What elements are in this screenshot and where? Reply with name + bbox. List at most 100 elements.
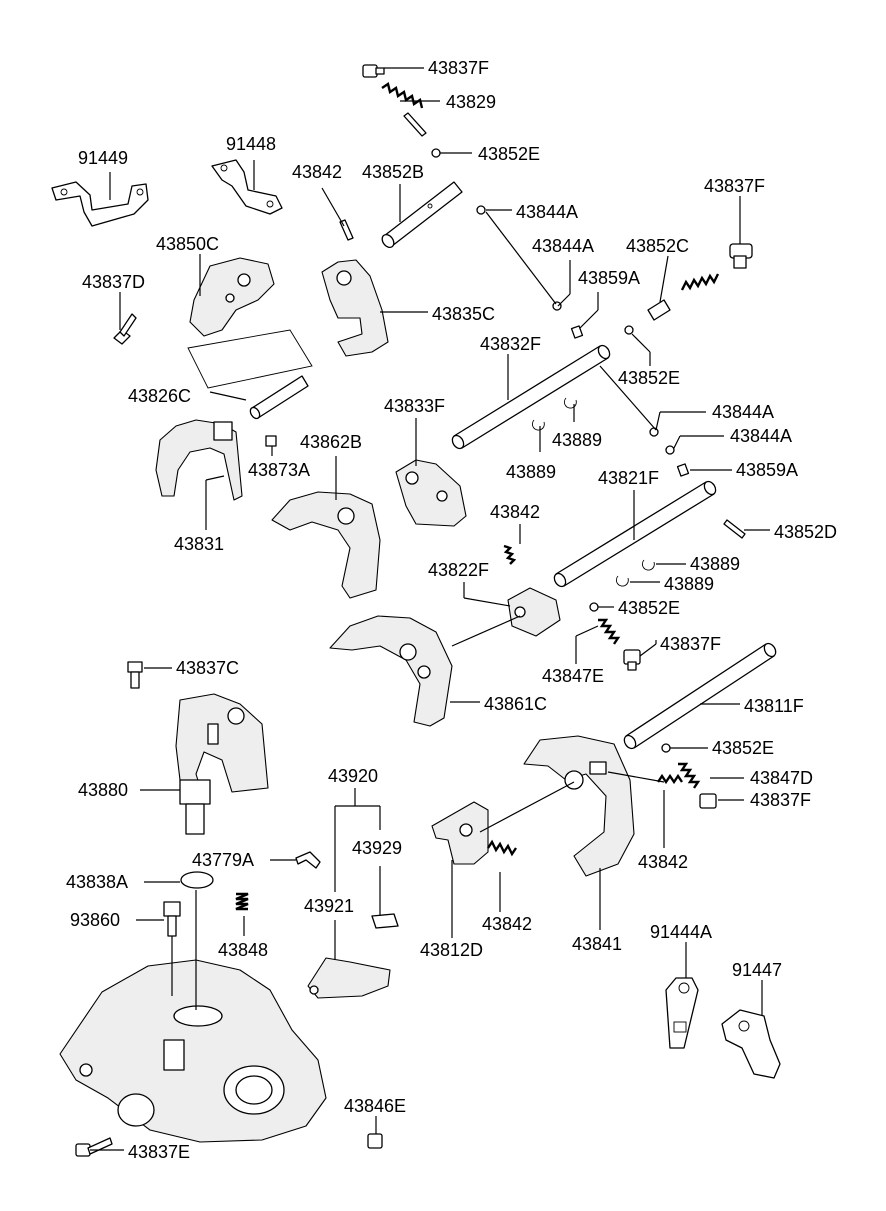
- label-43842-d: 43842: [482, 914, 532, 934]
- part-43848-spring: [235, 892, 249, 911]
- label-91447: 91447: [732, 960, 782, 980]
- label-43837C: 43837C: [176, 658, 239, 678]
- label-43779A: 43779A: [192, 850, 254, 870]
- part-43842-spring-d: [487, 839, 517, 857]
- part-labels: 43837F 43829 43852E 91449 91448 43842 43…: [66, 58, 837, 1162]
- label-43889-c: 43889: [690, 554, 740, 574]
- label-91448: 91448: [226, 134, 276, 154]
- label-43852E-c: 43852E: [618, 598, 680, 618]
- label-43861C: 43861C: [484, 694, 547, 714]
- part-43852E-ball-a: [431, 148, 441, 158]
- part-43846E-nut: [367, 1133, 383, 1149]
- part-91449-bracket: [51, 181, 149, 227]
- label-43844A-a: 43844A: [516, 202, 578, 222]
- label-43811F: 43811F: [744, 696, 804, 716]
- part-43812D-lever: [431, 801, 489, 865]
- label-43842-a: 43842: [292, 162, 342, 182]
- label-43846E: 43846E: [344, 1096, 406, 1116]
- part-43889-clip-a: [531, 419, 545, 431]
- label-43822F: 43822F: [428, 560, 489, 580]
- part-43850C-lever: [187, 257, 313, 389]
- part-43822F-lug: [507, 587, 561, 637]
- part-43831-fork: [155, 419, 243, 501]
- part-43837F-top-bolt: [362, 64, 385, 78]
- label-43852E-d: 43852E: [712, 738, 774, 758]
- part-91447-bracket: [721, 1009, 781, 1079]
- label-43833F: 43833F: [384, 396, 445, 416]
- part-43832F-shift-rod: [451, 344, 611, 450]
- label-93860: 93860: [70, 910, 120, 930]
- part-43835C-fork: [321, 259, 389, 357]
- part-43862B-fork: [271, 491, 381, 599]
- part-43889-clip-b: [563, 397, 577, 409]
- part-43841-fork: [523, 735, 635, 877]
- part-transmission-case: [59, 959, 327, 1143]
- label-43841: 43841: [572, 934, 622, 954]
- label-43873A: 43873A: [248, 460, 310, 480]
- label-43831: 43831: [174, 534, 224, 554]
- part-43837C-bolt: [127, 661, 143, 689]
- part-43889-clip-d: [615, 575, 629, 587]
- part-43859A-pin-b: [676, 463, 690, 477]
- part-43861C-fork: [329, 615, 453, 727]
- part-43889-clip-c: [641, 559, 655, 571]
- label-43889-b: 43889: [506, 462, 556, 482]
- part-91448-bracket: [211, 159, 283, 215]
- part-43837E-bolt: [75, 1137, 113, 1157]
- label-43838A: 43838A: [66, 872, 128, 892]
- part-43837F-mid-bolt: [623, 649, 641, 671]
- label-43847D: 43847D: [750, 768, 813, 788]
- label-43852C: 43852C: [626, 236, 689, 256]
- label-43852B: 43852B: [362, 162, 424, 182]
- label-43837F-a: 43837F: [428, 58, 489, 78]
- part-43880-shift-control: [175, 693, 269, 835]
- part-43852D-pin: [723, 519, 746, 539]
- label-91444A: 91444A: [650, 922, 712, 942]
- label-43880: 43880: [78, 780, 128, 800]
- label-43889-a: 43889: [552, 430, 602, 450]
- label-43859A-b: 43859A: [736, 460, 798, 480]
- part-93860-sensor: [163, 901, 181, 937]
- part-43852E-ball-b: [624, 325, 634, 335]
- part-43837F-right-bolt: [729, 243, 753, 269]
- label-43844A-c: 43844A: [712, 402, 774, 422]
- part-43844A-ball-a: [476, 205, 486, 215]
- part-pin: [403, 112, 427, 137]
- part-43852E-ball-d: [661, 743, 671, 753]
- part-43842-spring-c: [657, 773, 683, 785]
- part-43921-bracket: [307, 957, 391, 999]
- label-43852E-b: 43852E: [618, 368, 680, 388]
- label-43837D: 43837D: [82, 272, 145, 292]
- part-43852B-shift-rod: [381, 181, 463, 248]
- label-43844A-d: 43844A: [730, 426, 792, 446]
- part-43844A-ball-b: [552, 301, 562, 311]
- part-43847E-spring: [598, 618, 621, 645]
- part-43873A: [265, 435, 277, 447]
- label-43812D: 43812D: [420, 940, 483, 960]
- label-43859A-a: 43859A: [578, 268, 640, 288]
- part-spring-right: [680, 273, 720, 291]
- part-43847D-spring: [678, 762, 701, 789]
- part-43837F-lower-bolt: [699, 793, 717, 809]
- label-43826C: 43826C: [128, 386, 191, 406]
- label-43821F: 43821F: [598, 468, 659, 488]
- part-43826C-pin: [249, 375, 309, 420]
- label-43929: 43929: [352, 838, 402, 858]
- label-43842-c: 43842: [638, 852, 688, 872]
- part-43838A-oring: [180, 871, 214, 889]
- label-43842-b: 43842: [490, 502, 540, 522]
- part-91444A-plate: [665, 977, 699, 1049]
- part-43821F-shift-rod: [553, 480, 717, 588]
- label-43837F-c: 43837F: [660, 634, 721, 654]
- part-43844A-ball-d: [665, 445, 675, 455]
- label-91449: 91449: [78, 148, 128, 168]
- part-43829-spring: [381, 82, 424, 109]
- label-43852D: 43852D: [774, 522, 837, 542]
- label-43835C: 43835C: [432, 304, 495, 324]
- label-43837F-b: 43837F: [704, 176, 765, 196]
- part-43833F-fork: [395, 459, 467, 527]
- label-43829: 43829: [446, 92, 496, 112]
- label-43848: 43848: [218, 940, 268, 960]
- label-43844A-b: 43844A: [532, 236, 594, 256]
